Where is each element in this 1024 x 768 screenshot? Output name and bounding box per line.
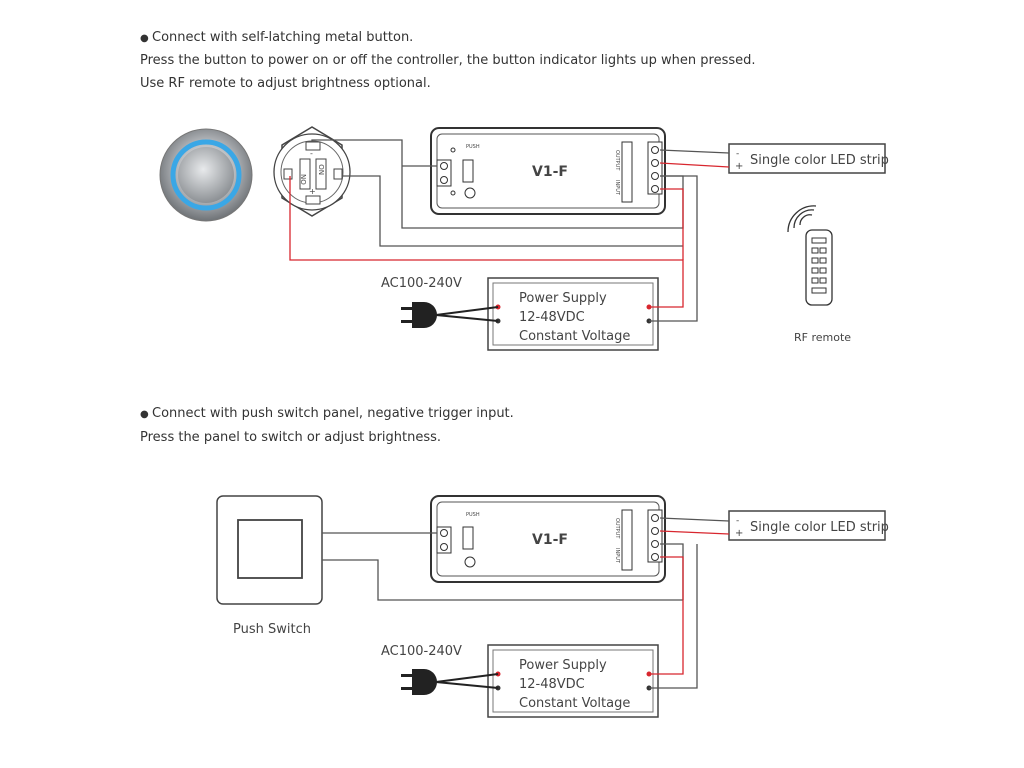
controller-v1f-2: V1-F PUSH OUTPUT INPUT xyxy=(430,495,666,583)
pin-no-1: NO xyxy=(299,174,307,185)
ps-line1: Power Supply xyxy=(519,291,607,306)
svg-text:-: - xyxy=(736,516,739,526)
ps-line3: Constant Voltage xyxy=(519,329,630,344)
svg-text:+: + xyxy=(735,528,743,539)
svg-text:INPUT: INPUT xyxy=(614,548,620,564)
svg-text:PUSH: PUSH xyxy=(466,512,480,518)
led-strip-label: Single color LED strip xyxy=(750,153,889,168)
controller-v1f: V1-F PUSH OUTPUT INPUT xyxy=(430,127,666,215)
svg-text:12-48VDC: 12-48VDC xyxy=(519,677,585,692)
svg-text:Power Supply: Power Supply xyxy=(519,658,607,673)
led-strip-label-2: Single color LED strip xyxy=(750,520,889,535)
ac-label-1: AC100-240V xyxy=(381,276,462,291)
pin-minus: - xyxy=(310,149,313,158)
power-supply-2: Power Supply 12-48VDC Constant Voltage xyxy=(487,644,659,718)
button-back-connector: NO NO - + xyxy=(273,126,351,217)
section2-heading: ●Connect with push switch panel, negativ… xyxy=(140,402,514,426)
svg-text:-: - xyxy=(736,149,739,159)
ac-plug-icon xyxy=(401,302,499,328)
bullet: ● xyxy=(140,33,149,44)
pin-no-2: NO xyxy=(318,164,326,175)
power-supply-1: Power Supply 12-48VDC Constant Voltage xyxy=(487,277,659,351)
wires-2 xyxy=(322,517,730,689)
section1-line2: Press the button to power on or off the … xyxy=(140,53,756,68)
wires-1 xyxy=(289,139,730,322)
led-strip-2: - + Single color LED strip xyxy=(728,510,889,541)
svg-text:+: + xyxy=(735,161,743,172)
section1-heading: ●Connect with self-latching metal button… xyxy=(140,26,413,50)
ac-label-2: AC100-240V xyxy=(381,644,462,659)
push-switch-panel xyxy=(216,495,323,605)
push-switch-label: Push Switch xyxy=(233,622,311,637)
ps-line2: 12-48VDC xyxy=(519,310,585,325)
controller-model: V1-F xyxy=(532,164,568,180)
section1-line3: Use RF remote to adjust brightness optio… xyxy=(140,76,431,91)
pin-plus: + xyxy=(309,187,316,196)
rf-remote-label: RF remote xyxy=(794,331,851,344)
controller-output-label: OUTPUT xyxy=(614,150,620,171)
controller-push-label: PUSH xyxy=(466,144,480,150)
svg-text:OUTPUT: OUTPUT xyxy=(614,518,620,539)
section2-line2: Press the panel to switch or adjust brig… xyxy=(140,430,442,445)
controller-model-2: V1-F xyxy=(532,532,568,548)
metal-button-icon xyxy=(159,128,253,222)
rf-remote-icon xyxy=(787,205,833,306)
ac-plug-icon xyxy=(401,669,499,695)
led-strip-1: - + Single color LED strip xyxy=(728,143,889,174)
bullet: ● xyxy=(140,409,149,420)
svg-text:Constant Voltage: Constant Voltage xyxy=(519,696,630,711)
controller-input-label: INPUT xyxy=(614,180,620,196)
